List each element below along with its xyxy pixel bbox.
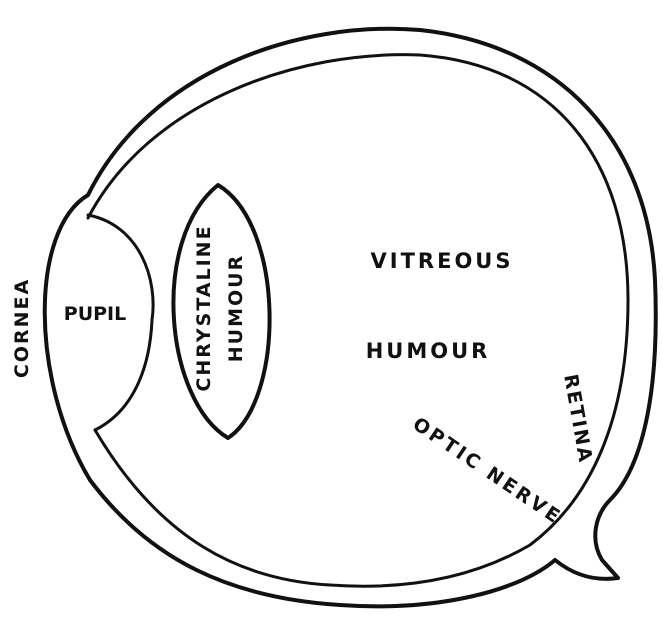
lens-label-line2: HUMOUR [225, 254, 247, 362]
optic-nerve-label: OPTIC NERVE [409, 413, 566, 529]
retina-label: RETINA [559, 373, 596, 466]
cornea-outline [45, 195, 90, 480]
vitreous-label-line2: HUMOUR [366, 339, 491, 363]
cornea-label: CORNEA [11, 278, 33, 378]
crystalline-lens [173, 185, 269, 438]
lens-label-line1: CHRYSTALINE [193, 224, 215, 391]
pupil-label: PUPIL [64, 303, 126, 325]
vitreous-label-line1: VITREOUS [371, 249, 514, 273]
